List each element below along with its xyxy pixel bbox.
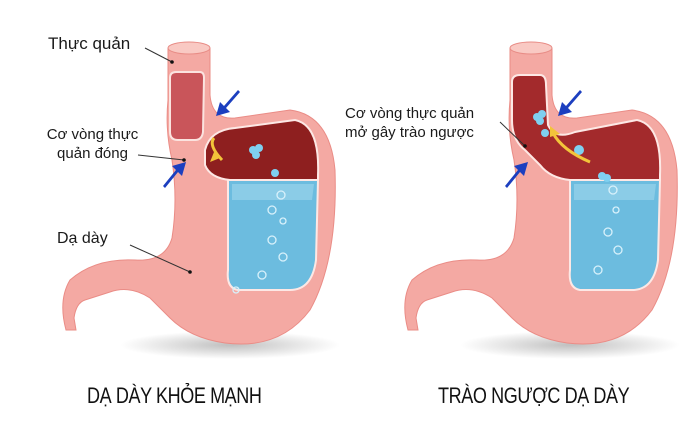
reflux-stomach-panel: Cơ vòng thực quản mở gây trào ngược TRÀO…: [345, 0, 700, 431]
pressure-arrow-icon: [505, 90, 582, 188]
title-healthy-stomach: DẠ DÀY KHỎE MẠNH: [87, 383, 262, 408]
label-sphincter-closed: Cơ vòng thực quản đóng: [46, 126, 139, 162]
label-sphincter-open: Cơ vòng thực quản mở gây trào ngược: [345, 105, 475, 141]
healthy-stomach-panel: Thực quản Cơ vòng thực quản đóng Dạ dày …: [46, 34, 340, 408]
title-reflux-stomach: TRÀO NGƯỢC DẠ DÀY: [438, 383, 630, 408]
reflux-stomach-illustration: [404, 41, 680, 359]
healthy-stomach-illustration: [62, 41, 340, 359]
pressure-arrow-icon: [163, 90, 240, 188]
label-stomach: Dạ dày: [57, 230, 108, 247]
label-esophagus: Thực quản: [48, 34, 131, 53]
